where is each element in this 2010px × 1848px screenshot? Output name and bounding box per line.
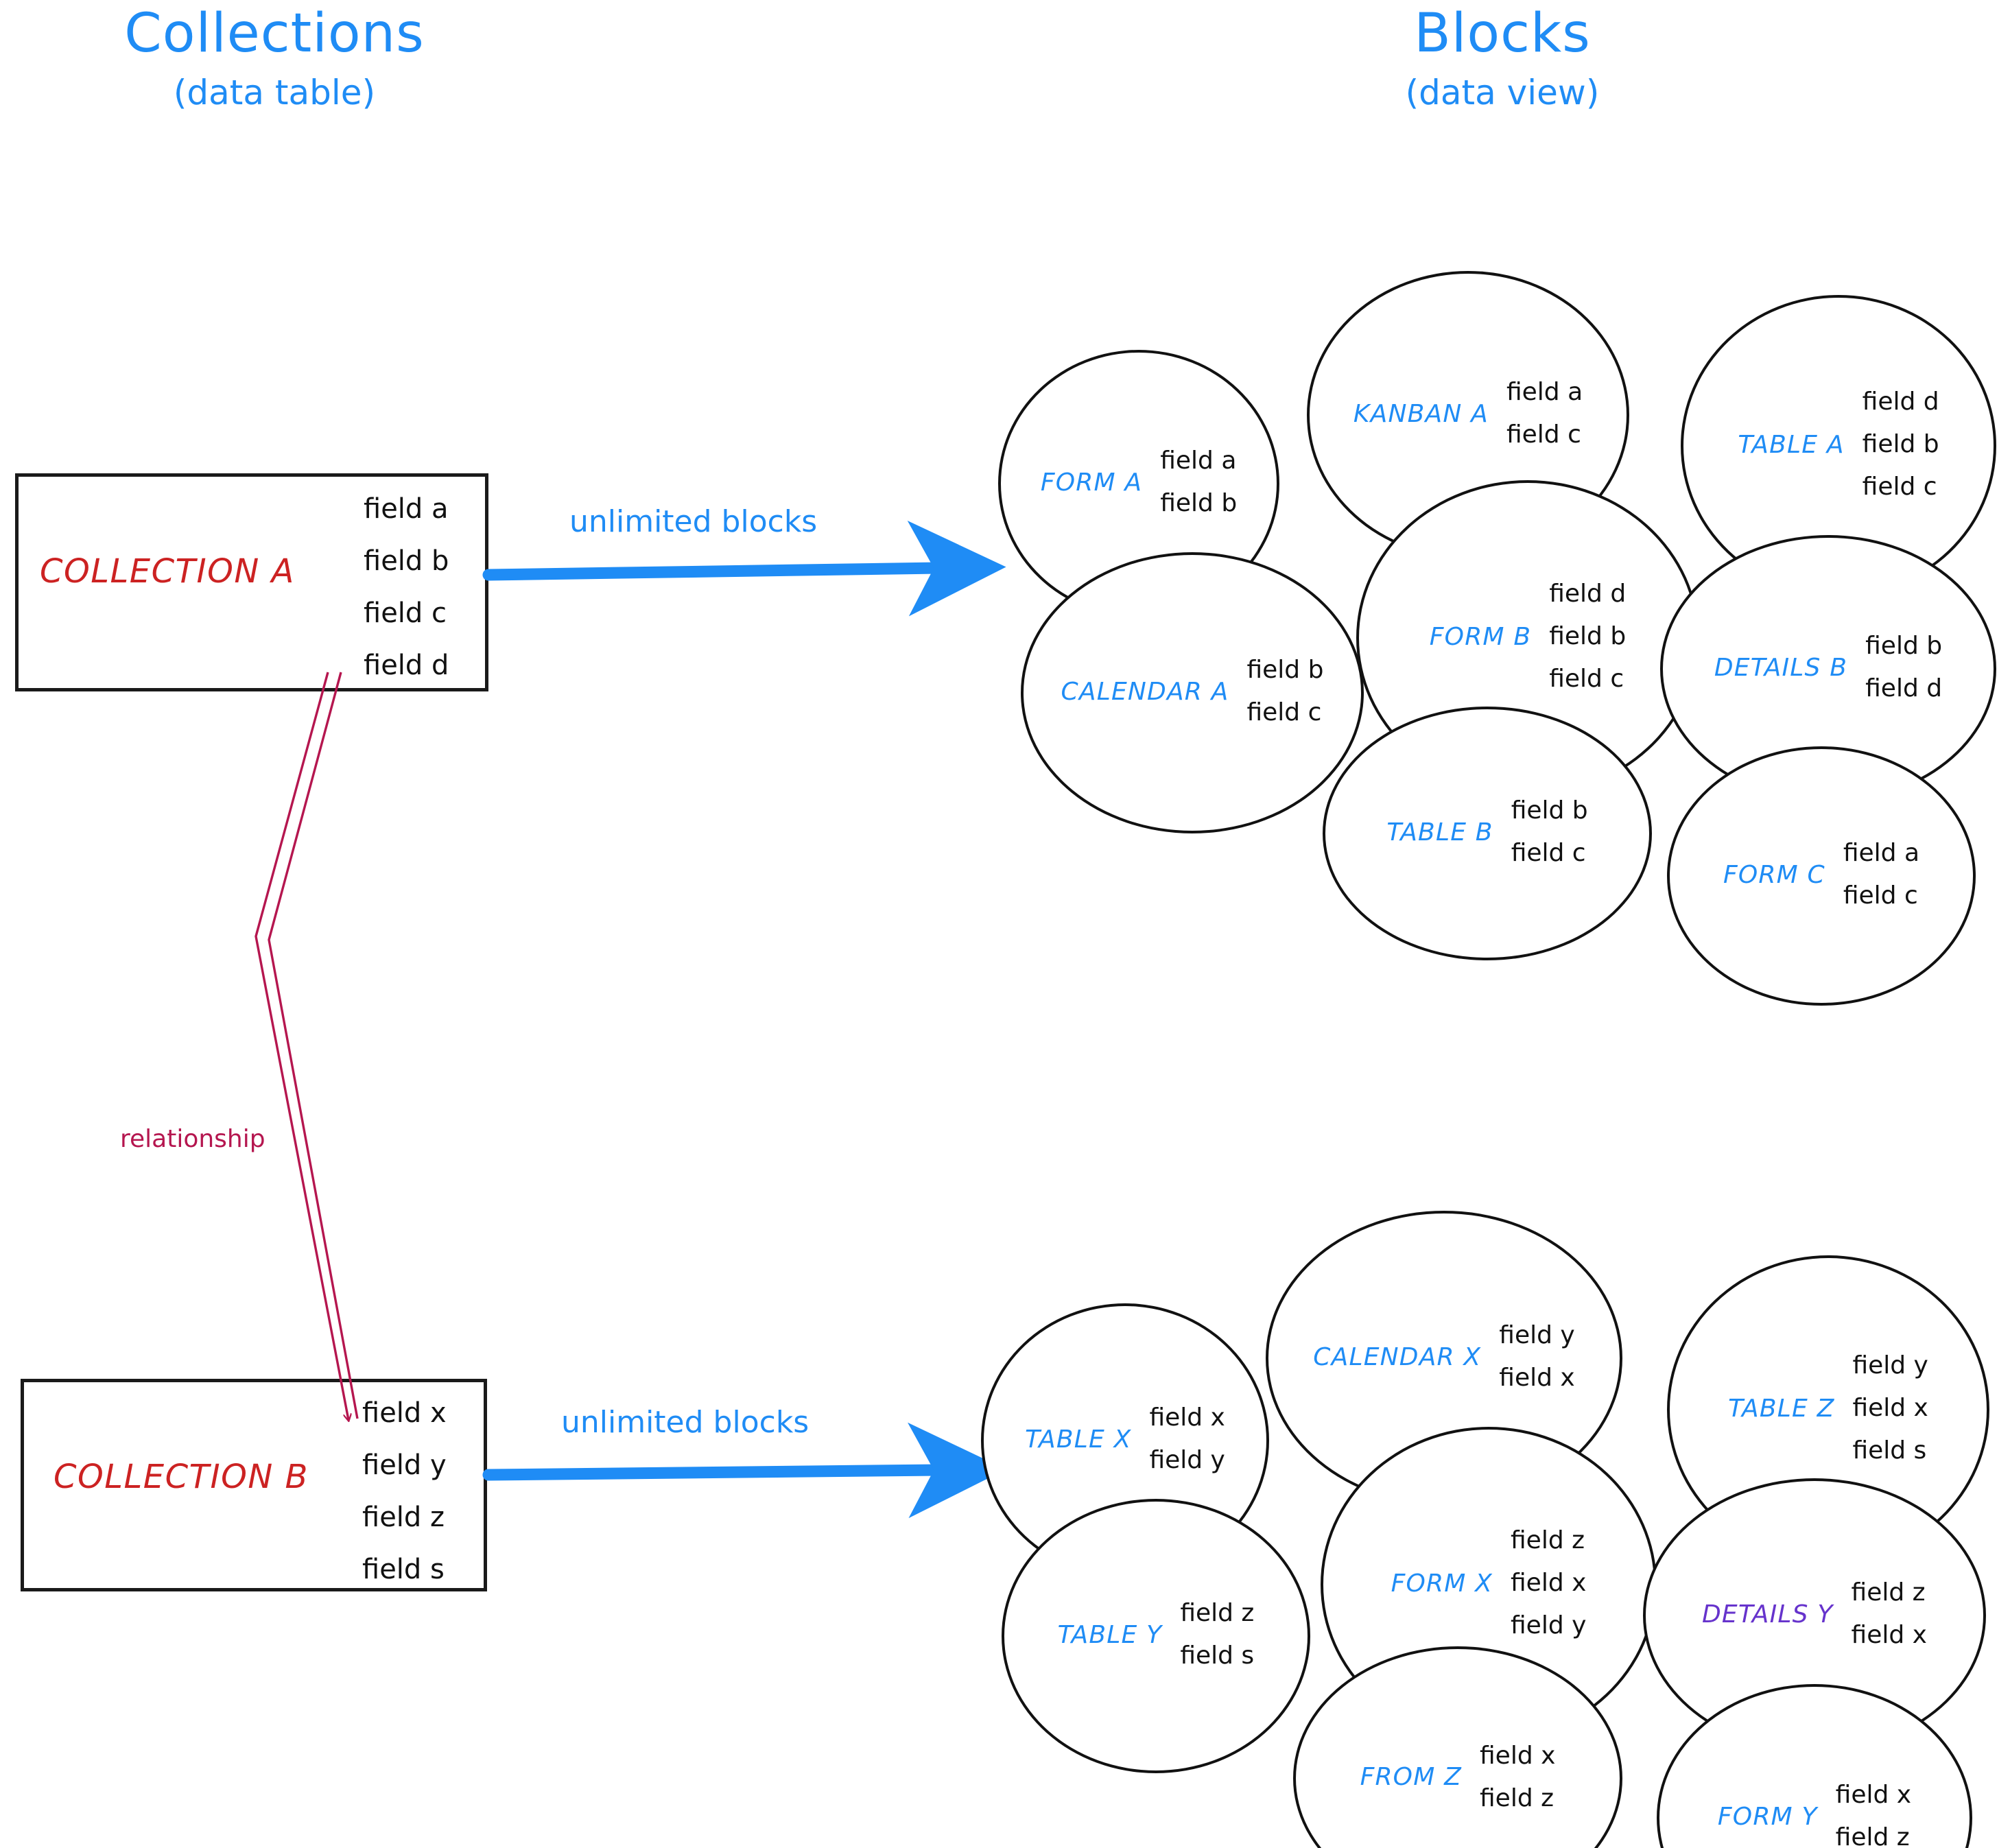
block-form-x-label: FORM X [1391, 1569, 1493, 1598]
block-table-x-label: TABLE X [1025, 1425, 1132, 1454]
block-form-y-fields: field x field z [1836, 1783, 1911, 1848]
heading-collections-title: Collections [124, 3, 425, 64]
collection-b-box[interactable] [21, 1379, 487, 1591]
block-form-a-fields: field a field b [1160, 449, 1237, 516]
field-item: field a [1160, 447, 1237, 475]
field-item: field d [1549, 580, 1627, 608]
collection-a-field-4: field d [364, 650, 449, 681]
field-item: field a [1506, 378, 1583, 406]
field-item: field z [1480, 1784, 1554, 1812]
block-from-z-fields: field x field z [1480, 1741, 1556, 1812]
field-item: field b [1160, 489, 1238, 517]
arrow-label-unlimited-blocks-bottom: unlimited blocks [561, 1405, 809, 1440]
relationship-label: relationship [120, 1125, 265, 1153]
block-table-z-label: TABLE Z [1728, 1394, 1835, 1423]
block-form-b-fields: field d field b field c [1549, 582, 1626, 691]
block-calendar-a-fields: field b field c [1246, 658, 1323, 725]
field-item: field x [1499, 1364, 1575, 1392]
field-item: field d [1862, 388, 1939, 416]
field-item: field y [1499, 1321, 1575, 1349]
field-item: field d [1865, 674, 1943, 702]
block-details-y-label: DETAILS Y [1702, 1600, 1834, 1628]
collection-a-field-2: field b [364, 545, 449, 577]
relationship-connector-line-2 [268, 672, 359, 1419]
collection-b-fields: field x field y field z field s [362, 1399, 447, 1583]
heading-blocks-title: Blocks [1414, 3, 1591, 64]
block-table-a-fields: field d field b field c [1863, 390, 1939, 499]
block-form-y-label: FORM Y [1717, 1802, 1818, 1831]
field-item: field z [1835, 1823, 1910, 1848]
block-table-a-label: TABLE A [1738, 430, 1845, 459]
block-calendar-x-fields: field y field x [1499, 1323, 1574, 1390]
relationship-connector-line-1 [255, 672, 348, 1420]
field-item: field c [1246, 698, 1322, 726]
heading-collections: Collections (data table) [69, 7, 480, 110]
block-table-b-fields: field b field c [1511, 798, 1588, 866]
field-item: field b [1246, 656, 1324, 684]
arrow-unlimited-blocks-top [482, 520, 1006, 617]
block-details-b-fields: field b field d [1865, 634, 1942, 701]
arrow-unlimited-blocks-bottom [482, 1422, 1006, 1519]
field-item: field x [1851, 1621, 1927, 1649]
field-item: field s [1852, 1436, 1927, 1465]
block-kanban-a-label: KANBAN A [1353, 399, 1489, 428]
field-item: field c [1862, 473, 1937, 501]
collection-a-fields: field a field b field c field d [364, 495, 449, 679]
field-item: field x [1511, 1569, 1587, 1597]
block-table-y[interactable]: TABLE Y field z field s [1002, 1499, 1310, 1773]
collection-a-field-1: field a [364, 493, 449, 525]
field-item: field x [1149, 1403, 1225, 1432]
field-item: field a [1843, 839, 1920, 867]
field-item: field c [1843, 881, 1918, 910]
collection-b-field-1: field x [362, 1397, 447, 1429]
collection-b-field-2: field y [362, 1449, 447, 1481]
field-item: field b [1549, 622, 1627, 650]
collection-a-box[interactable] [15, 473, 488, 691]
field-item: field x [1835, 1781, 1912, 1809]
collection-b-field-4: field s [362, 1554, 445, 1585]
field-item: field s [1180, 1642, 1255, 1670]
block-form-x-fields: field z field x field y [1511, 1528, 1586, 1638]
field-item: field y [1149, 1446, 1225, 1474]
block-table-y-fields: field z field s [1180, 1601, 1254, 1668]
field-item: field z [1511, 1526, 1585, 1554]
block-from-z-label: FROM Z [1360, 1763, 1462, 1791]
arrow-label-unlimited-blocks-top: unlimited blocks [569, 504, 818, 539]
block-table-b[interactable]: TABLE B field b field c [1323, 707, 1652, 960]
block-table-b-label: TABLE B [1386, 818, 1493, 846]
field-item: field z [1851, 1578, 1926, 1607]
field-item: field c [1549, 665, 1624, 693]
collection-b-name: COLLECTION B [54, 1458, 309, 1496]
field-item: field c [1511, 839, 1586, 867]
block-table-z-fields: field y field x field s [1852, 1353, 1928, 1463]
field-item: field y [1511, 1611, 1587, 1639]
heading-blocks: Blocks (data view) [1297, 7, 1708, 110]
field-item: field z [1180, 1599, 1255, 1627]
block-calendar-a-label: CALENDAR A [1061, 677, 1229, 706]
heading-blocks-subtitle: (data view) [1405, 73, 1600, 112]
block-details-y-fields: field z field x [1852, 1580, 1927, 1648]
collection-b-field-3: field z [362, 1502, 445, 1533]
field-item: field b [1865, 632, 1943, 660]
block-form-b-label: FORM B [1429, 622, 1532, 651]
block-form-c[interactable]: FORM C field a field c [1667, 746, 1976, 1006]
block-details-b-label: DETAILS B [1714, 653, 1848, 682]
collection-a-field-3: field c [364, 597, 447, 629]
field-item: field y [1852, 1351, 1928, 1379]
heading-collections-subtitle: (data table) [173, 73, 376, 112]
collection-a-name: COLLECTION A [40, 552, 295, 591]
field-item: field x [1852, 1394, 1928, 1422]
block-form-a-label: FORM A [1040, 468, 1143, 497]
block-kanban-a-fields: field a field c [1506, 380, 1583, 447]
block-calendar-x-label: CALENDAR X [1313, 1342, 1482, 1371]
block-form-c-fields: field a field c [1843, 841, 1919, 908]
field-item: field x [1480, 1741, 1556, 1770]
block-calendar-a[interactable]: CALENDAR A field b field c [1021, 552, 1364, 833]
field-item: field b [1511, 796, 1588, 825]
block-form-c-label: FORM C [1723, 860, 1825, 889]
block-table-y-label: TABLE Y [1057, 1620, 1163, 1649]
field-item: field b [1862, 430, 1939, 458]
block-table-x-fields: field x field y [1149, 1406, 1225, 1473]
field-item: field c [1506, 420, 1581, 449]
